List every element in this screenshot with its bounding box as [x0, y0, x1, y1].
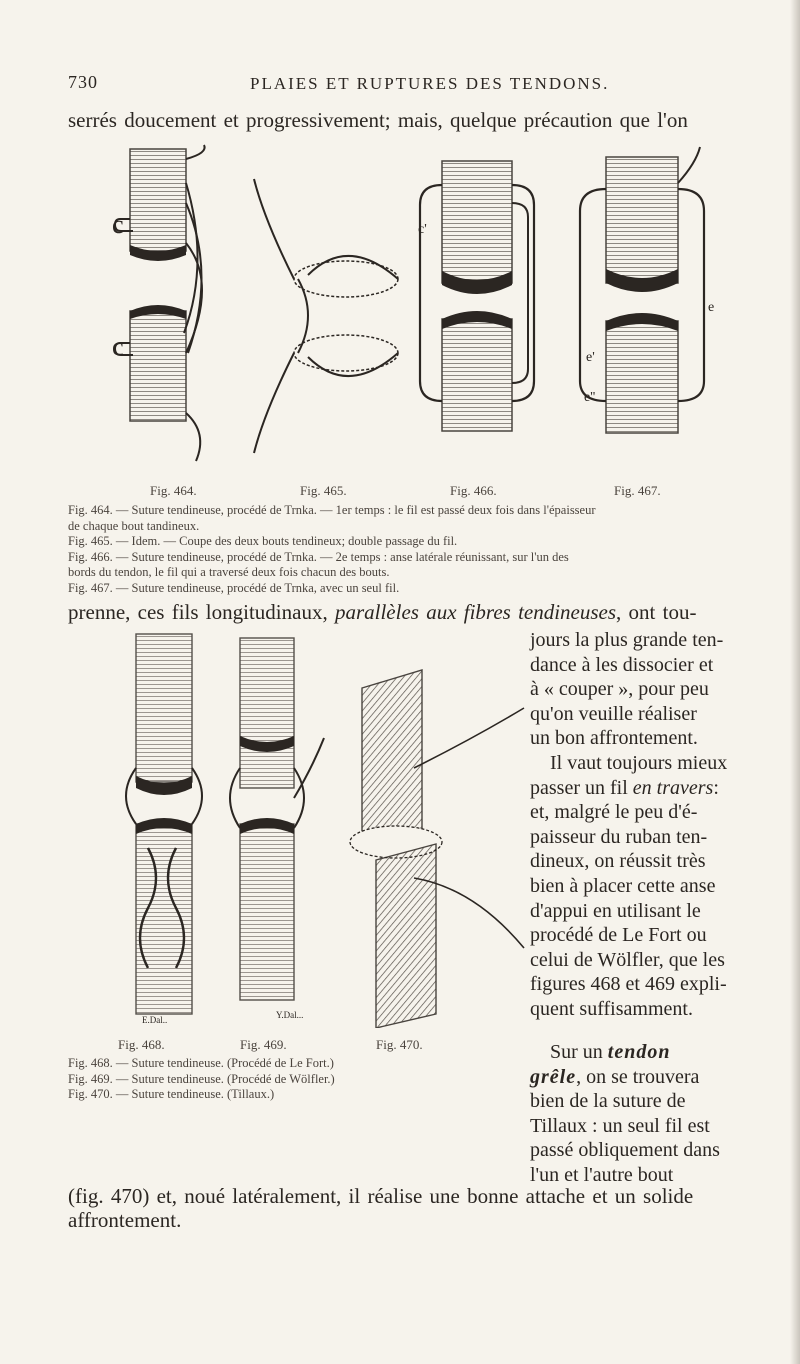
- rc2-line: Sur un tendon: [530, 1040, 720, 1065]
- rc-line: procédé de Le Fort ou: [530, 924, 707, 947]
- body-text-top: serrés doucement et progressivement; mai…: [68, 108, 688, 132]
- right-column-1: jours la plus grande ten- dance à les di…: [530, 628, 727, 1022]
- rc-line: celui de Wölfler, que les: [530, 948, 725, 971]
- fig-464-drawing: [113, 144, 206, 462]
- caption-468: Fig. 468. — Suture tendineuse. (Procédé …: [68, 1056, 334, 1070]
- rc-line: bien à placer cette anse: [530, 874, 716, 897]
- fig-467-label: Fig. 467.: [614, 483, 661, 498]
- page-number: 730: [68, 72, 98, 92]
- body-text-mid: prenne, ces fils longitudinaux, parallèl…: [68, 600, 696, 625]
- rc-line: figures 468 et 469 expli-: [530, 973, 727, 996]
- rc-line: Il vaut toujours mieux: [550, 751, 728, 774]
- fig-469-drawing: [229, 637, 325, 1001]
- page-edge-shadow: [790, 0, 800, 1364]
- rc2-line: l'un et l'autre bout: [530, 1163, 674, 1186]
- fig-468-drawing: [125, 633, 203, 1015]
- fig-465-label: Fig. 465.: [300, 483, 347, 498]
- rc-frag-italic: en travers: [632, 776, 714, 799]
- right-column-2: Sur un tendon grêle, on se trouvera bien…: [530, 1040, 720, 1188]
- captions-top: Fig. 464. — Suture tendineuse, procédé d…: [68, 503, 596, 596]
- rc-line: qu'on veuille réaliser: [530, 702, 697, 725]
- mid-c: , ont tou-: [616, 600, 697, 624]
- rc-line: d'appui en utilisant le: [530, 899, 701, 922]
- fig-467-letter-e-prime: e': [586, 350, 595, 365]
- fig-470-drawing: [349, 669, 525, 1028]
- running-title: PLAIES ET RUPTURES DES TENDONS.: [250, 74, 610, 93]
- rc2-frag-bold: tendon: [607, 1041, 671, 1063]
- body-text-bottom-2: affrontement.: [68, 1208, 182, 1232]
- fig-464-letter-c2: c: [112, 332, 124, 361]
- caption-464-b: de chaque bout tandineux.: [68, 518, 200, 533]
- fig-464-label: Fig. 464.: [150, 483, 197, 498]
- caption-464-a: Fig. 464. — Suture tendineuse, procédé d…: [68, 503, 596, 517]
- rc-frag: :: [713, 776, 719, 799]
- fig-469-signature: Y.Dal...: [276, 1010, 303, 1020]
- rc-line: jours la plus grande ten-: [530, 629, 724, 651]
- caption-467: Fig. 467. — Suture tendineuse, procédé d…: [68, 580, 400, 595]
- fig-464-letter-c1: c: [112, 210, 124, 239]
- rc2-frag-bold: grêle: [530, 1065, 577, 1088]
- fig-467-letter-e: e: [708, 300, 714, 315]
- rc-line: à « couper », pour peu: [530, 678, 709, 701]
- rc2-line: passé obliquement dans: [530, 1139, 720, 1162]
- fig-469-label: Fig. 469.: [240, 1037, 287, 1052]
- fig-470-label: Fig. 470.: [376, 1037, 423, 1052]
- fig-468-label: Fig. 468.: [118, 1037, 165, 1052]
- figures-468-470: E.Dal.. Y.Dal...: [125, 633, 525, 1028]
- rc-line: dineux, on réussit très: [530, 850, 706, 873]
- rc-line: un bon affrontement.: [530, 727, 698, 750]
- rc-line: paisseur du ruban ten-: [530, 825, 708, 848]
- caption-465: Fig. 465. — Idem. — Coupe des deux bouts…: [68, 534, 458, 548]
- fig-466-letter-c: c': [418, 222, 427, 237]
- caption-466-b: bords du tendon, le fil qui a traversé d…: [68, 565, 390, 579]
- fig-466-label: Fig. 466.: [450, 483, 497, 498]
- captions-bottom: Fig. 468. — Suture tendineuse. (Procédé …: [68, 1056, 335, 1103]
- rc-line: et, malgré le peu d'é-: [530, 801, 698, 824]
- caption-469: Fig. 469. — Suture tendineuse. (Procédé …: [68, 1071, 335, 1086]
- fig-465-drawing: [253, 178, 399, 454]
- rc-line: quent suffisamment.: [530, 997, 693, 1020]
- rc2-frag: Sur un: [550, 1041, 608, 1063]
- rc-frag: passer un fil: [530, 776, 633, 799]
- caption-470: Fig. 470. — Suture tendineuse. (Tillaux.…: [68, 1087, 275, 1101]
- fig-466-drawing: [418, 160, 536, 432]
- rc2-line: Tillaux : un seul fil est: [530, 1114, 710, 1137]
- rc2-frag: , on se trouvera: [576, 1065, 700, 1088]
- body-text-bottom-1: (fig. 470) et, noué latéralement, il réa…: [68, 1184, 694, 1208]
- rc-line: dance à les dissocier et: [530, 653, 714, 676]
- mid-a: prenne, ces fils longitudinaux,: [68, 600, 335, 624]
- rc2-line: grêle, on se trouvera: [530, 1065, 720, 1090]
- fig-467-drawing: [578, 146, 706, 434]
- mid-b: parallèles aux fibres tendineuses: [334, 600, 617, 624]
- rc-line: passer un fil en travers:: [530, 776, 727, 801]
- fig-467-letter-e-double: e'': [584, 390, 595, 405]
- fig-468-signature: E.Dal..: [142, 1015, 167, 1025]
- caption-466-a: Fig. 466. — Suture tendineuse, procédé d…: [68, 549, 569, 564]
- figures-464-467: c c c': [112, 144, 714, 462]
- rc2-line: bien de la suture de: [530, 1090, 686, 1113]
